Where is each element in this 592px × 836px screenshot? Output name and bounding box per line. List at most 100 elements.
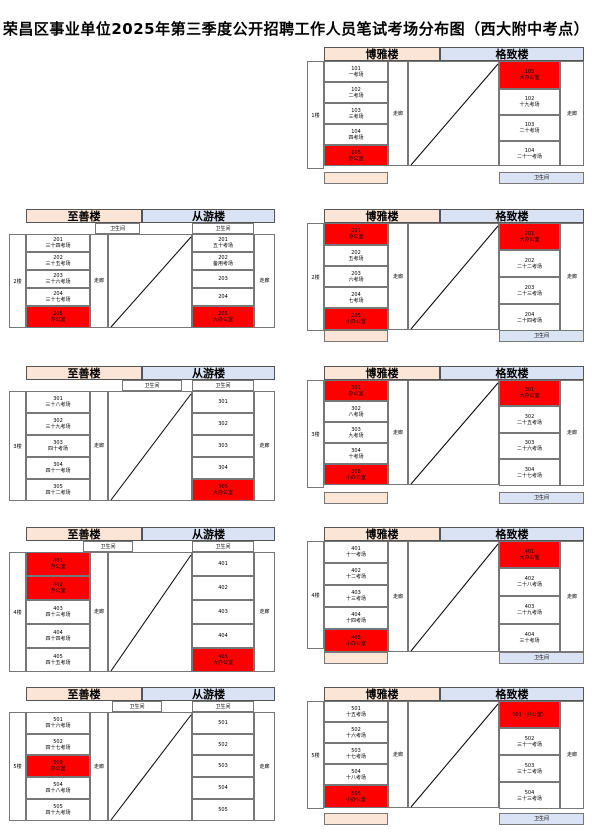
room-label: 办公室 [348, 155, 364, 162]
corridor: 走廊 [90, 712, 108, 821]
room-label: 十一考场 [345, 552, 366, 558]
bottom-strip-left [324, 492, 388, 504]
exam-room: 303 [192, 435, 254, 457]
page-title: 荣昌区事业单位2025年第三季度公开招聘工作人员笔试考场分布图（西大附中考点） [2, 20, 590, 38]
room-label: 小办公室 [345, 796, 366, 803]
room-number: 102 [351, 86, 361, 93]
corridor-label: 走廊 [566, 430, 577, 436]
diagonal-line [410, 382, 499, 485]
floor-number: 1楼 [311, 112, 320, 119]
bottom-strip-left [324, 330, 388, 342]
restroom-label: 卫生间 [215, 225, 231, 232]
diagonal-stroke [410, 63, 499, 166]
room-label: 五十考场 [212, 243, 233, 249]
corridor: 走廊 [560, 541, 584, 652]
exam-room: 203 [192, 270, 254, 288]
room-number: 104 [524, 147, 535, 154]
corridor-label: 走廊 [566, 274, 577, 280]
room-number: 401 [218, 561, 228, 567]
room-label: 七考场 [348, 297, 364, 304]
restroom-label: 卫生间 [129, 703, 145, 710]
restroom: 卫生间 [499, 492, 584, 504]
floor-number: 5楼 [311, 752, 320, 759]
room-label: 一考场 [348, 71, 364, 78]
corridor: 走廊 [388, 541, 408, 652]
room-number: 303 [524, 440, 535, 446]
room-label: 备用考场 [212, 261, 233, 267]
floor-number: 2楼 [13, 278, 22, 285]
corridor-label: 走廊 [392, 110, 403, 117]
corridor-label: 走廊 [392, 593, 403, 600]
room-number: 503 [524, 762, 535, 769]
room-label: 四十四考场 [45, 636, 71, 642]
floor-label: 2楼 [9, 234, 26, 328]
corridor: 走廊 [254, 712, 275, 821]
room-number: 502 [218, 741, 228, 748]
room-label: 大办公室 [212, 660, 233, 666]
exam-room: 301 [192, 391, 254, 413]
restroom-label: 卫生间 [533, 495, 549, 501]
room-label: 十三考场 [345, 596, 366, 602]
room-label: 十七考场 [345, 753, 366, 760]
corridor: 走廊 [388, 223, 408, 330]
corridor: 走廊 [90, 552, 108, 672]
corridor-label: 走廊 [566, 593, 577, 600]
restroom-label: 卫生间 [100, 543, 116, 550]
corridor: 走廊 [90, 391, 108, 501]
room-number: 202 [53, 255, 63, 261]
floor-number: 4楼 [311, 592, 320, 599]
building-header-congyou: 从游楼 [142, 687, 275, 701]
room-label: 办公室 [50, 564, 66, 570]
room-number: 404 [351, 612, 361, 618]
corridor: 走廊 [90, 234, 108, 328]
room-label: 办公室 [348, 390, 364, 397]
room-label: 二十考场 [519, 128, 540, 134]
diagonal-stroke [110, 393, 192, 501]
room-number: 104 [351, 128, 361, 135]
room-label: 六考场 [348, 276, 364, 283]
floor-label: 5楼 [307, 701, 324, 809]
room-label: 十八考场 [345, 774, 366, 781]
corridor-label: 走廊 [259, 763, 270, 770]
exam-room: 204 [192, 288, 254, 306]
restroom: 卫生间 [499, 652, 584, 664]
restroom-label: 卫生间 [215, 543, 231, 550]
restroom-label: 卫生间 [533, 333, 549, 339]
connector-diagonal [408, 541, 499, 652]
connector-diagonal [408, 380, 499, 485]
room-number: 301 [351, 384, 361, 391]
bottom-strip-left [324, 172, 388, 184]
room-number: 302 [218, 421, 228, 427]
room-number: 304 [218, 465, 228, 471]
corridor-label: 走廊 [93, 609, 104, 615]
room-label: 大办公室 [519, 75, 540, 81]
room-label: 四十五考场 [45, 660, 71, 666]
connector-diagonal [408, 223, 499, 330]
room-label: 二十九考场 [516, 610, 542, 616]
building-header-zhishan: 至善楼 [26, 687, 142, 701]
exam-room: 401 [192, 552, 254, 576]
room-number: 403 [524, 604, 535, 610]
room-number: 203 [351, 270, 361, 277]
room-label: 大办公室 [519, 236, 540, 243]
room-label: 办公室 [50, 588, 66, 594]
room-number: 302 [53, 418, 63, 424]
room-number: 503 [53, 760, 63, 766]
corridor: 走廊 [388, 61, 408, 166]
